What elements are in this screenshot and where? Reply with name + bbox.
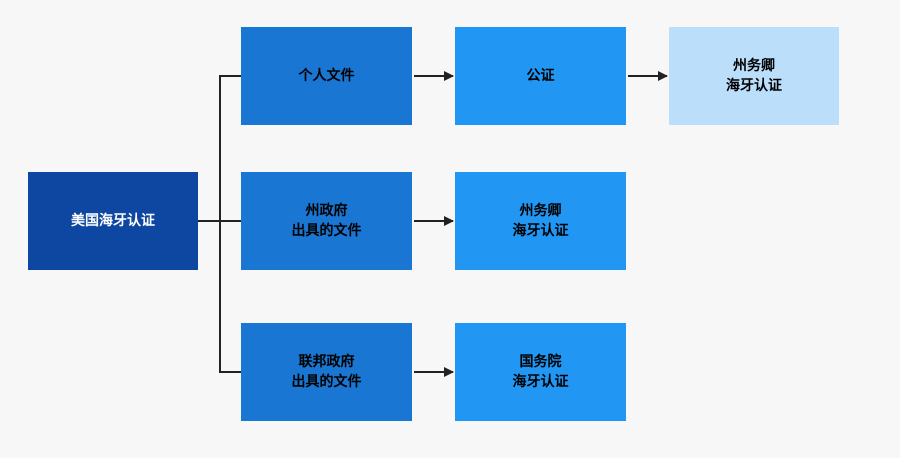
state-government-line1: 州政府 xyxy=(305,203,348,219)
department-of-state-line1: 国务院 xyxy=(519,354,562,370)
secretary-of-state-apostille-node-2: 州务卿 海牙认证 xyxy=(455,172,626,270)
notarization-node: 公证 xyxy=(455,27,626,125)
federal-government-line1: 联邦政府 xyxy=(298,354,355,370)
personal-documents-node: 个人文件 xyxy=(241,27,412,125)
root-node: 美国海牙认证 xyxy=(28,172,198,270)
state-government-line2: 出具的文件 xyxy=(291,223,362,239)
secretary-of-state-line1: 州务卿 xyxy=(519,203,562,219)
secretary-of-state-line1: 州务卿 xyxy=(733,58,775,74)
apostille-line2: 海牙认证 xyxy=(726,78,782,94)
department-of-state-apostille-node: 国务院 海牙认证 xyxy=(455,323,626,421)
federal-government-line2: 出具的文件 xyxy=(291,374,362,390)
secretary-of-state-apostille-node-1: 州务卿 海牙认证 xyxy=(669,27,839,125)
root-node-label: 美国海牙认证 xyxy=(71,213,155,229)
federal-government-documents-node: 联邦政府 出具的文件 xyxy=(241,323,412,421)
notarization-label: 公证 xyxy=(526,68,555,84)
personal-documents-label: 个人文件 xyxy=(298,68,355,84)
apostille-line2: 海牙认证 xyxy=(512,374,569,390)
apostille-line2: 海牙认证 xyxy=(512,223,569,239)
state-government-documents-node: 州政府 出具的文件 xyxy=(241,172,412,270)
